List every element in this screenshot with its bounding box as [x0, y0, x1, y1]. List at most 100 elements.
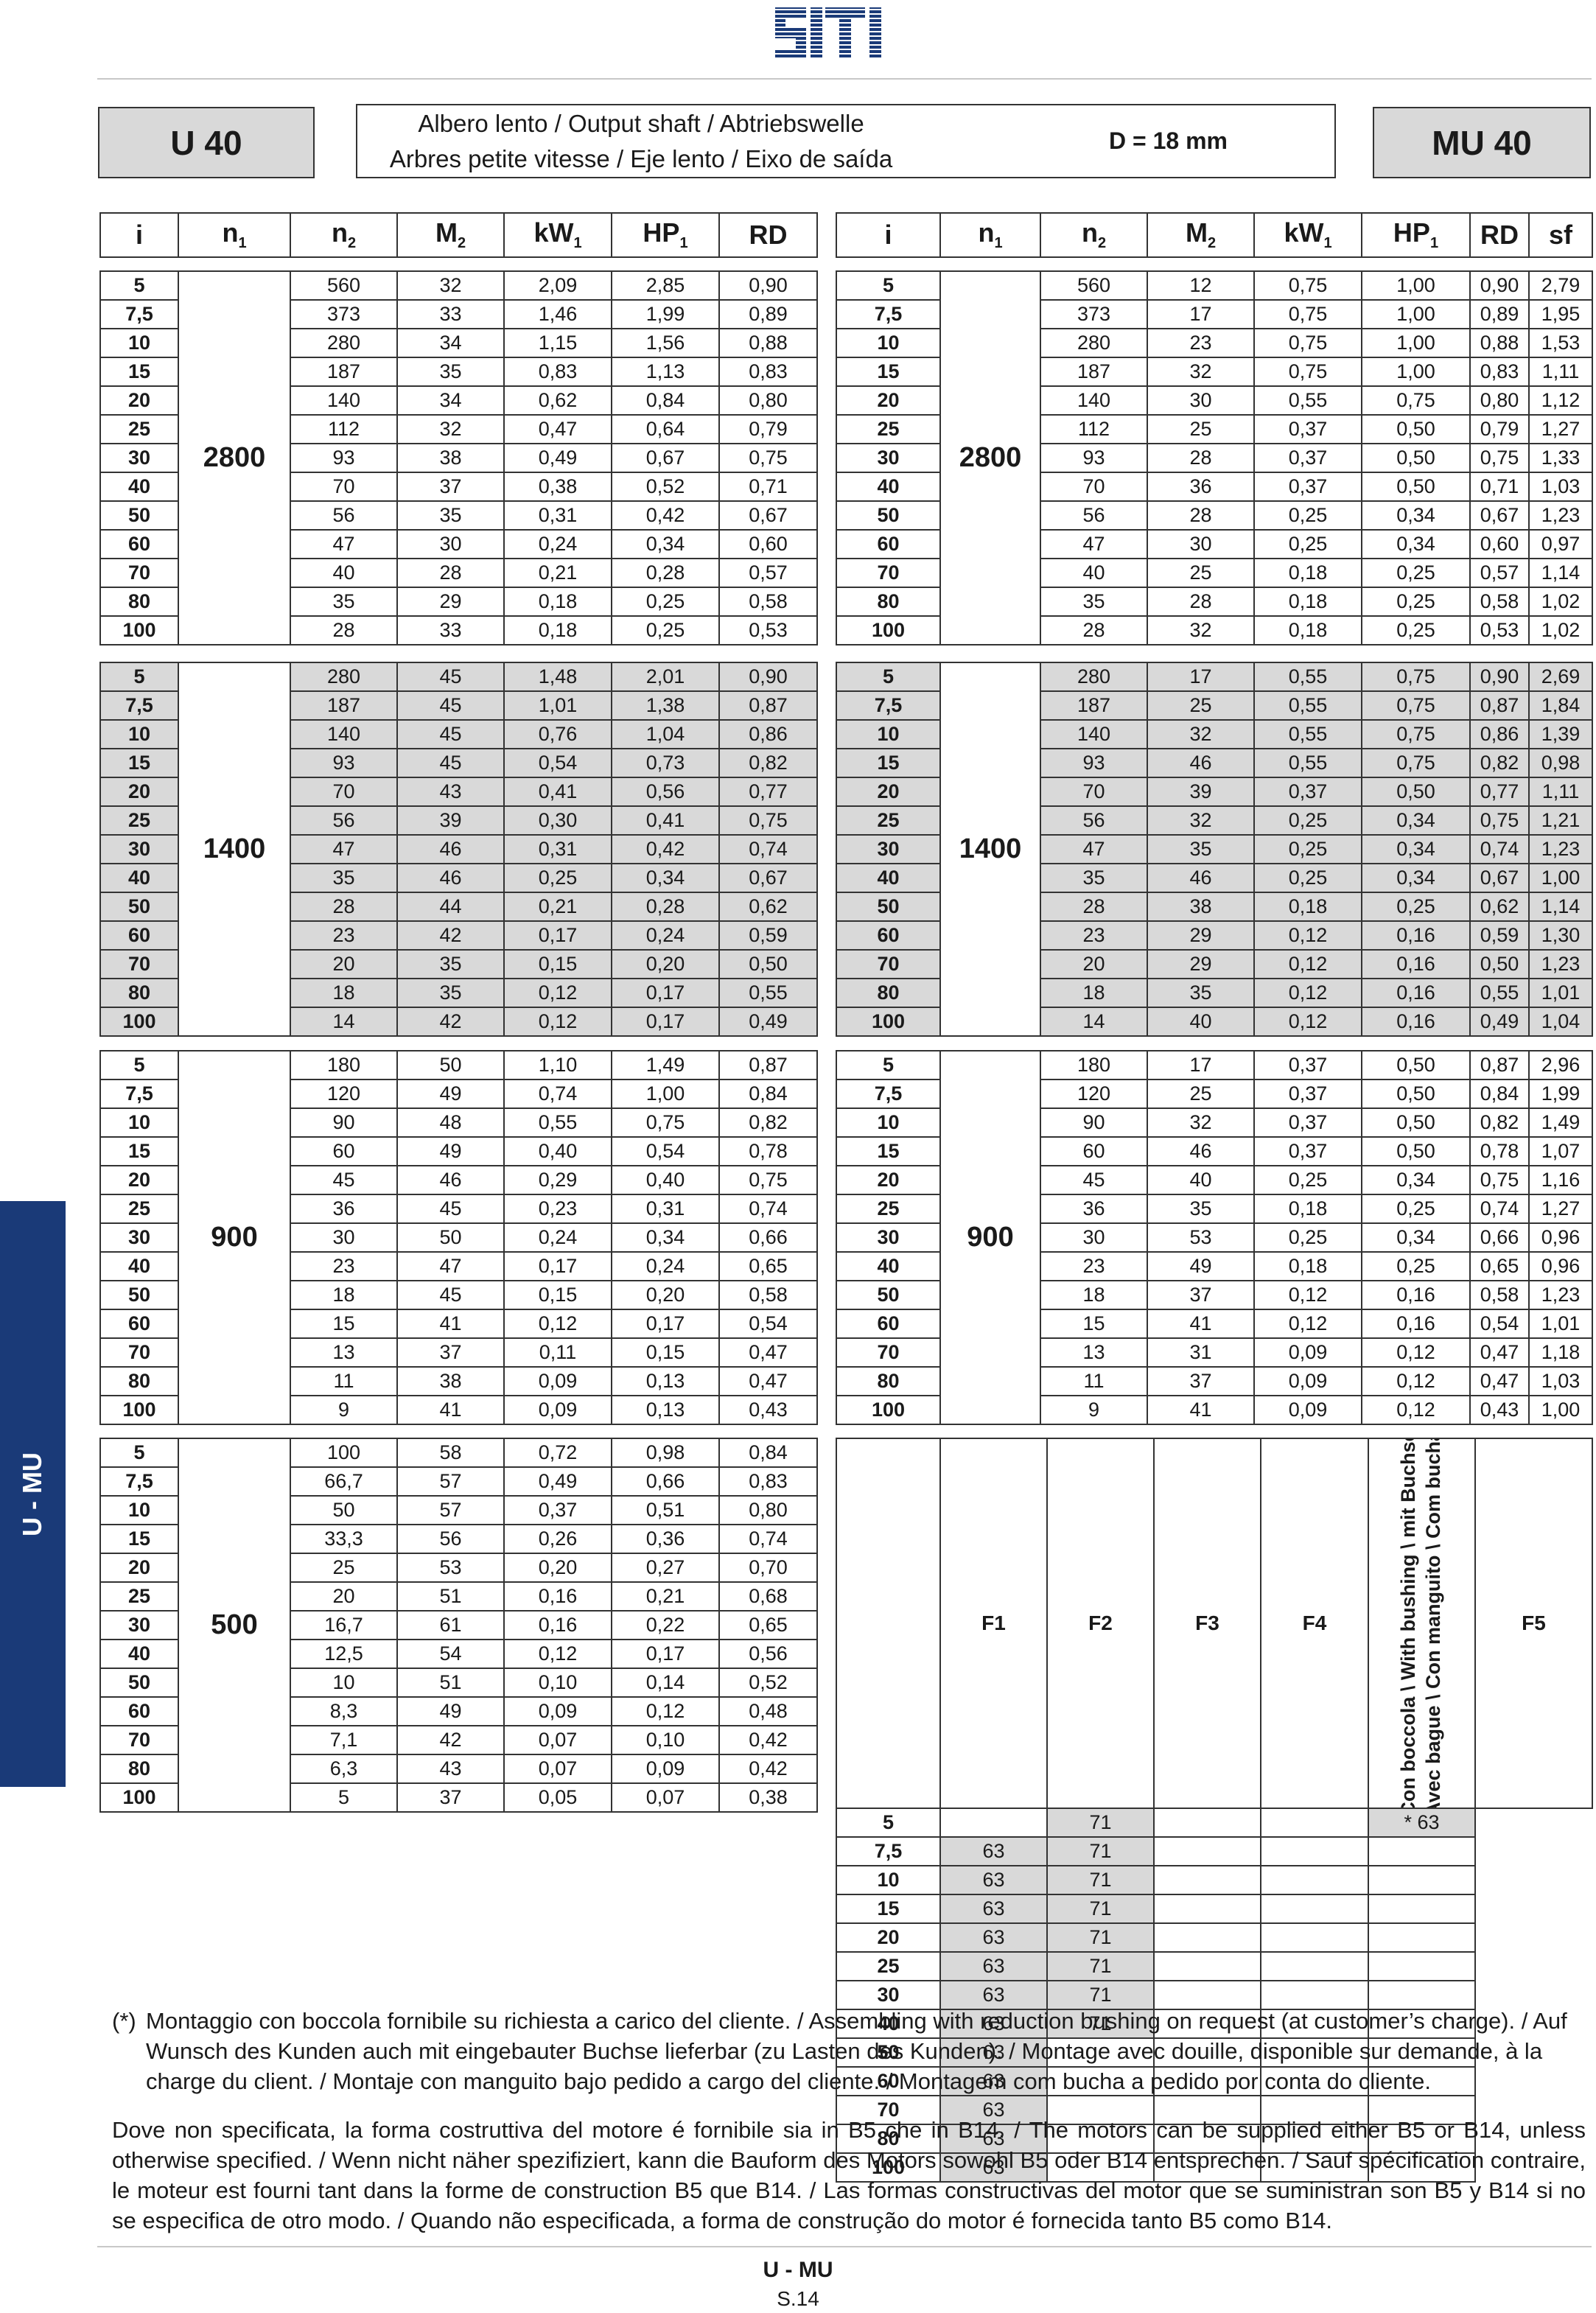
value-cell: 0,21: [503, 892, 612, 922]
value-cell: 1,99: [611, 299, 720, 329]
value-cell: 51: [396, 1668, 505, 1698]
value-cell: 47: [290, 834, 398, 864]
value-cell: 20: [1040, 949, 1148, 979]
f5-cell: [1368, 1980, 1476, 2010]
value-cell: 0,24: [611, 920, 720, 951]
value-cell: 0,48: [718, 1696, 818, 1726]
right-model-code: MU 40: [1373, 107, 1591, 178]
value-cell: 0,80: [718, 385, 818, 416]
value-cell: 0,16: [1361, 1280, 1471, 1310]
f1-cell: 63: [939, 1951, 1048, 1981]
value-cell: 41: [396, 1309, 505, 1339]
value-cell: 0,66: [611, 1466, 720, 1497]
value-cell: 0,12: [1361, 1395, 1471, 1425]
f2-cell: [1046, 2095, 1155, 2125]
value-cell: 1,27: [1528, 1194, 1593, 1224]
value-cell: 0,50: [1469, 949, 1530, 979]
ratio-cell: 10: [836, 328, 941, 358]
value-cell: 0,34: [1361, 863, 1471, 893]
ratio-cell: 15: [836, 1136, 941, 1166]
value-cell: 0,75: [718, 1165, 818, 1195]
value-cell: 0,70: [718, 1553, 818, 1583]
value-cell: 0,25: [611, 587, 720, 617]
ratio-cell: 60: [99, 920, 179, 951]
value-cell: 29: [1147, 920, 1255, 951]
value-cell: 0,12: [1253, 1007, 1362, 1037]
value-cell: 0,55: [718, 978, 818, 1008]
value-cell: 43: [396, 1754, 505, 1784]
value-cell: 0,12: [503, 1639, 612, 1669]
value-cell: 0,12: [1253, 920, 1362, 951]
value-cell: 0,50: [1361, 1107, 1471, 1138]
col-f3: F3: [1153, 1438, 1261, 1809]
ratio-cell: 100: [836, 2152, 941, 2183]
f4-cell: [1260, 1980, 1369, 2010]
value-cell: 17: [1147, 299, 1255, 329]
value-cell: 0,84: [1469, 1079, 1530, 1109]
value-cell: 70: [290, 472, 398, 502]
value-cell: 0,50: [1361, 1079, 1471, 1109]
value-cell: 35: [1147, 834, 1255, 864]
value-cell: 1,56: [611, 328, 720, 358]
value-cell: 0,27: [611, 1553, 720, 1583]
value-cell: 0,84: [718, 1079, 818, 1109]
col-hp1: HP1: [1361, 212, 1471, 258]
value-cell: 0,34: [611, 863, 720, 893]
f5-cell: [1368, 2152, 1476, 2183]
value-cell: 37: [396, 1337, 505, 1368]
value-cell: 1,14: [1528, 558, 1593, 588]
col-i: i: [836, 212, 941, 258]
value-cell: 0,52: [611, 472, 720, 502]
value-cell: 45: [396, 1194, 505, 1224]
value-cell: 140: [290, 385, 398, 416]
value-cell: 0,10: [611, 1725, 720, 1755]
value-cell: 112: [1040, 414, 1148, 444]
value-cell: 0,18: [1253, 558, 1362, 588]
value-cell: 0,82: [1469, 1107, 1530, 1138]
ratio-cell: 50: [99, 892, 179, 922]
value-cell: 0,17: [611, 1007, 720, 1037]
f5-cell: [1368, 2066, 1476, 2096]
value-cell: 46: [396, 863, 505, 893]
value-cell: 36: [290, 1194, 398, 1224]
value-cell: 0,37: [1253, 472, 1362, 502]
value-cell: 45: [396, 748, 505, 778]
ratio-cell: 25: [99, 1194, 179, 1224]
value-cell: 0,90: [718, 662, 818, 692]
ratio-cell: 15: [99, 357, 179, 387]
ratio-cell: 80: [99, 978, 179, 1008]
value-cell: 120: [290, 1079, 398, 1109]
ratio-cell: 60: [99, 1309, 179, 1339]
value-cell: 39: [396, 805, 505, 836]
ratio-cell: 100: [836, 1395, 941, 1425]
value-cell: 32: [1147, 357, 1255, 387]
value-cell: 15: [1040, 1309, 1148, 1339]
value-cell: 1,38: [611, 690, 720, 721]
value-cell: 0,54: [718, 1309, 818, 1339]
value-cell: 0,90: [718, 270, 818, 301]
value-cell: 49: [396, 1079, 505, 1109]
ratio-cell: 40: [836, 472, 941, 502]
value-cell: 53: [396, 1553, 505, 1583]
f2-cell: [1046, 2037, 1155, 2068]
value-cell: 0,17: [611, 978, 720, 1008]
value-cell: 0,29: [503, 1165, 612, 1195]
value-cell: 0,83: [1469, 357, 1530, 387]
value-cell: 49: [396, 1136, 505, 1166]
value-cell: 93: [1040, 443, 1148, 473]
ratio-cell: 70: [99, 1337, 179, 1368]
value-cell: 37: [396, 1782, 505, 1813]
value-cell: 0,50: [718, 949, 818, 979]
ratio-cell: 7,5: [99, 690, 179, 721]
ratio-cell: 40: [836, 1251, 941, 1281]
f4-cell: [1260, 2095, 1369, 2125]
value-cell: 25: [290, 1553, 398, 1583]
